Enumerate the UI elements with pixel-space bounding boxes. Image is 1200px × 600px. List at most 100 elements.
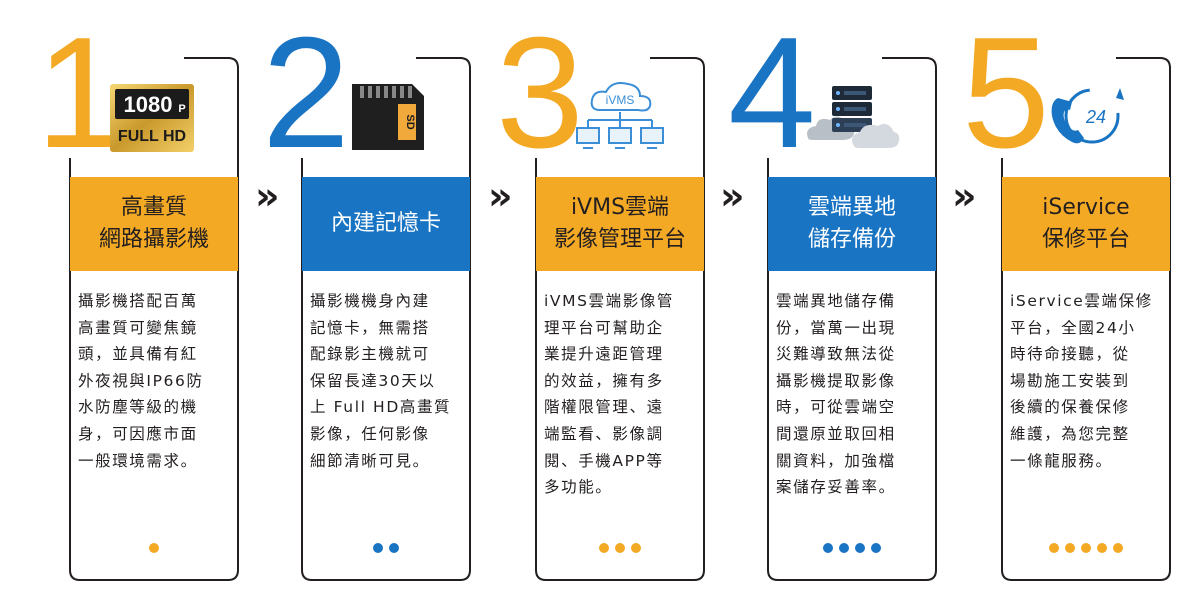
sd-card-icon: SD	[338, 76, 438, 160]
step-number: 4	[728, 5, 816, 181]
step-description: 攝影機機身內建記憶卡，無需搭配錄影主機就可保留長達30天以上 Full HD高畫…	[310, 288, 466, 474]
progress-dot	[599, 543, 609, 553]
card-outline	[535, 57, 705, 581]
step-progress-dots	[768, 543, 936, 553]
card-outline	[767, 57, 937, 581]
step-description-line: 維護，為您完整	[1010, 424, 1130, 443]
step-description-line: 多功能。	[544, 478, 613, 497]
step-description-line: 間還原並取回相	[776, 424, 896, 443]
step-description-line: 配錄影主機就可	[310, 345, 430, 364]
step-description-line: iVMS雲端影像管	[544, 292, 675, 310]
step-description-line: 的效益，擁有多	[544, 371, 664, 390]
step-description-line: 外夜視與IP66防	[78, 371, 204, 390]
step-description: iService雲端保修平台，全國24小時待命接聽，從場勘施工安裝到後續的保養保…	[1010, 288, 1166, 474]
step-description-line: 業提升遠距管理	[544, 345, 664, 364]
step-description-line: 閱、手機APP等	[544, 451, 664, 470]
step-title-line: iVMS雲端	[570, 195, 670, 220]
step-description-line: 頭，並具備有紅	[78, 345, 198, 364]
progress-dot	[149, 543, 159, 553]
step-description-line: 份，當萬一出現	[776, 318, 896, 337]
badge-resolution-text: 1080	[124, 92, 173, 117]
icon-graphic: 24	[1051, 88, 1124, 144]
24h-service-phone-icon: 24	[1036, 76, 1136, 160]
progress-dot	[373, 543, 383, 553]
step-title-band: 雲端異地儲存備份	[768, 177, 936, 271]
step-description-line: 關資料，加強檔	[776, 451, 896, 470]
next-step-arrow-icon: »	[255, 174, 279, 218]
step-title-line: 儲存備份	[807, 227, 896, 252]
step-description-line: 攝影機提取影像	[776, 371, 896, 390]
step-title-line: 網路攝影機	[98, 227, 209, 252]
step-card-3: 3 iVMS iVMS雲端影像管理平台 iVMS雲端影像管理平台可幫助企業提升遠距管理…	[466, 0, 706, 600]
ivms-cloud-network-icon: iVMS	[570, 76, 670, 160]
ivms-label-text: iVMS	[606, 93, 635, 107]
step-title-line: 雲端異地	[807, 195, 896, 220]
step-description-line: iService雲端保修	[1010, 292, 1153, 310]
step-progress-dots	[70, 543, 238, 553]
step-description-line: 上 Full HD高畫質	[310, 398, 452, 417]
step-title-line: 影像管理平台	[553, 227, 686, 252]
step-description-line: 理平台可幫助企	[544, 318, 664, 337]
progress-dot	[823, 543, 833, 553]
sd-label-text: SD	[404, 114, 416, 129]
step-description: iVMS雲端影像管理平台可幫助企業提升遠距管理的效益，擁有多階權限管理、遠端監看…	[544, 288, 700, 501]
next-step-arrow-icon: »	[720, 174, 744, 218]
step-title-line: 高畫質	[120, 195, 187, 220]
step-progress-dots	[536, 543, 704, 553]
step-number: 2	[262, 5, 350, 181]
step-title-line: 保修平台	[1041, 227, 1130, 252]
step-description-line: 高畫質可變焦鏡	[78, 318, 198, 337]
progress-dot	[1049, 543, 1059, 553]
next-step-arrow-icon: »	[488, 174, 512, 218]
step-description: 攝影機搭配百萬高畫質可變焦鏡頭，並具備有紅外夜視與IP66防水防塵等級的機身，可…	[78, 288, 234, 474]
step-progress-dots	[302, 543, 470, 553]
step-description-line: 影像，任何影像	[310, 424, 430, 443]
card-outline	[69, 57, 239, 581]
badge-fullhd-text: FULL HD	[118, 128, 186, 145]
progress-dot	[631, 543, 641, 553]
progress-dot	[1065, 543, 1075, 553]
step-description-line: 時待命接聽，從	[1010, 345, 1130, 364]
step-description-line: 案儲存妥善率。	[776, 478, 896, 497]
step-description: 雲端異地儲存備份，當萬一出現災難導致無法從攝影機提取影像時，可從雲端空間還原並取…	[776, 288, 932, 501]
step-description-line: 後續的保養保修	[1010, 398, 1130, 417]
card-outline	[301, 57, 471, 581]
step-description-line: 水防塵等級的機	[78, 398, 198, 417]
progress-dot	[615, 543, 625, 553]
step-title-band: iVMS雲端影像管理平台	[536, 177, 704, 271]
step-title-band: 高畫質網路攝影機	[70, 177, 238, 271]
step-description-line: 保留長達30天以	[310, 371, 436, 390]
icon-graphic	[807, 86, 900, 148]
step-number: 1	[36, 5, 124, 181]
step-description-line: 身，可因應市面	[78, 424, 198, 443]
step-description-line: 記憶卡，無需搭	[310, 318, 430, 337]
step-number: 3	[496, 5, 584, 181]
progress-dot	[389, 543, 399, 553]
step-description-line: 階權限管理、遠	[544, 398, 664, 417]
icon-graphic: SD	[352, 84, 424, 150]
step-title-line: 內建記憶卡	[330, 211, 441, 236]
icon-graphic: iVMS	[576, 82, 664, 149]
progress-dot	[871, 543, 881, 553]
step-description-line: 攝影機機身內建	[310, 292, 430, 310]
progress-dot	[855, 543, 865, 553]
step-description-line: 一條龍服務。	[1010, 451, 1113, 470]
step-description-line: 雲端異地儲存備	[776, 292, 896, 310]
card-outline	[1001, 57, 1171, 581]
step-description-line: 細節清晰可見。	[310, 451, 430, 470]
step-title-band: 內建記憶卡	[302, 177, 470, 271]
step-progress-dots	[1002, 543, 1170, 553]
progress-dot	[1097, 543, 1107, 553]
progress-dot	[839, 543, 849, 553]
progress-dot	[1081, 543, 1091, 553]
cloud-server-icon	[802, 76, 902, 160]
step-description-line: 端監看、影像調	[544, 424, 664, 443]
24h-label-text: 24	[1085, 107, 1106, 127]
